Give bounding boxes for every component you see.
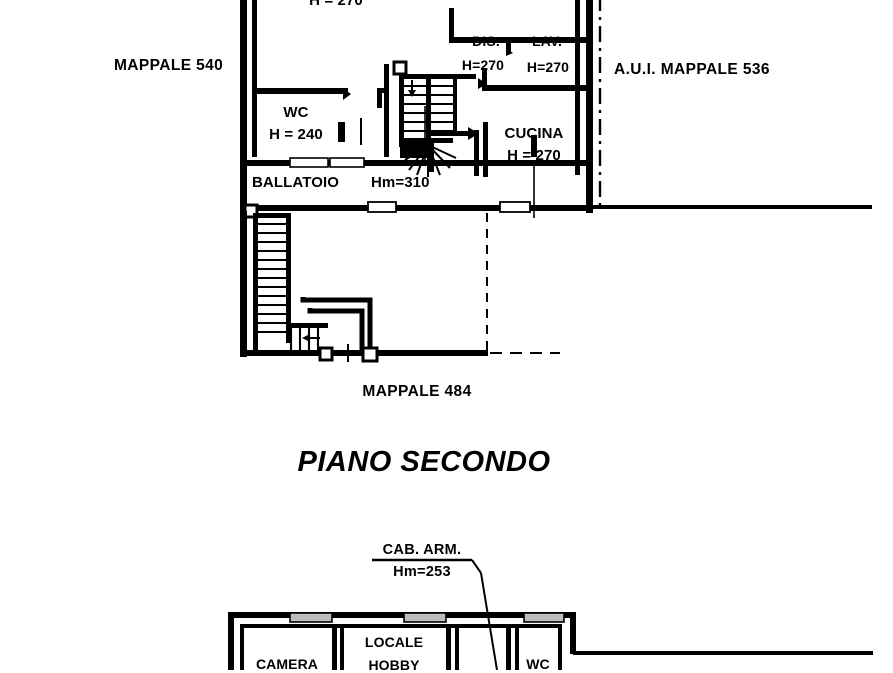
wall-cucina-left-inner <box>483 122 488 177</box>
callout-leader-1 <box>471 559 482 574</box>
wall-ballatoio-bottom <box>247 205 592 211</box>
wall-outer-right <box>586 0 593 213</box>
column-stair-nw <box>392 60 408 76</box>
wall-stair-left <box>384 64 389 157</box>
wall-inner-right <box>575 0 580 175</box>
label-cab-arm: CAB. ARM. <box>382 542 462 558</box>
label-mappale-536: A.U.I. MAPPALE 536 <box>614 61 770 78</box>
door-swing-lav <box>506 48 513 56</box>
wall-court-inner <box>307 308 365 352</box>
label-mappale-484: MAPPALE 484 <box>362 383 472 400</box>
label-locale: LOCALE <box>364 634 424 650</box>
wall-ballatoio-top <box>247 160 587 166</box>
upper-plan-group <box>240 0 872 363</box>
window-lower-3 <box>523 612 565 623</box>
lower-plan-group <box>228 558 873 670</box>
wall-lower-inner-right <box>558 624 562 670</box>
page-title: PIANO SECONDO <box>297 446 551 478</box>
label-lav-height: H=270 <box>526 59 570 75</box>
wall-wc-top <box>256 88 348 94</box>
column-court-se <box>361 346 379 363</box>
wall-lower-part-2 <box>446 624 451 670</box>
label-ballatoio: BALLATOIO <box>252 174 340 191</box>
label-wc-height: H = 240 <box>269 126 323 143</box>
wall-lower-part-3b <box>515 624 519 670</box>
opening-ballatoio-1 <box>289 157 329 168</box>
wall-lower-part-3 <box>506 624 511 670</box>
label-cucina-height: H = 270 <box>507 147 561 164</box>
staircase-lower <box>253 213 328 355</box>
opening-ballatoio-2 <box>329 157 365 168</box>
door-swing-cucina-top <box>478 78 487 89</box>
column-court-sw <box>318 346 334 362</box>
hidden-line-court <box>486 213 560 354</box>
wall-court-bottom-right <box>366 350 488 356</box>
label-lav: LAV. <box>532 33 562 49</box>
wall-lower-part-2b <box>455 624 459 670</box>
window-lower-1 <box>289 612 333 623</box>
wall-cucina-top <box>482 85 592 91</box>
label-wc-lower: WC <box>526 656 550 672</box>
opening-ballatoio-4 <box>499 201 531 213</box>
label-dis-height: H=270 <box>461 57 505 73</box>
wall-lower-outer-left <box>228 612 234 670</box>
label-cab-arm-height: Hm=253 <box>393 564 451 580</box>
wall-lower-inner-left <box>240 624 244 670</box>
label-cucina: CUCINA <box>504 125 564 142</box>
label-camera: CAMERA <box>255 656 319 672</box>
label-mappale-540: MAPPALE 540 <box>114 57 224 74</box>
boundary-line-lower-right <box>573 651 873 655</box>
wall-inner-left <box>252 0 257 157</box>
wall-cucina-top-jog <box>482 68 487 88</box>
wall-court-left <box>240 211 247 357</box>
wall-lower-part-1 <box>332 624 337 670</box>
door-swing-landing <box>468 127 479 140</box>
wall-lower-inner-top <box>240 624 562 628</box>
wall-cucina-left <box>474 130 479 176</box>
wall-landing-top <box>431 131 479 136</box>
label-hobby: HOBBY <box>368 657 420 673</box>
label-wc: WC <box>283 104 309 121</box>
wall-dis-lav-divider <box>506 37 511 53</box>
boundary-line-right <box>592 205 872 209</box>
window-lower-2 <box>403 612 447 623</box>
wall-outer-left <box>240 0 247 213</box>
wall-jog-stair-v <box>377 90 382 108</box>
staircase-upper <box>399 74 476 177</box>
callout-leader-2 <box>480 572 498 670</box>
label-ballatoio-height: Hm=310 <box>371 174 430 191</box>
opening-ballatoio-3 <box>367 201 397 213</box>
wall-dis-lav-bottom <box>449 37 592 43</box>
wall-dis-left <box>449 8 454 41</box>
jamb-wc-door <box>338 122 345 142</box>
wall-lower-part-1b <box>340 624 344 670</box>
label-dis: DIS. <box>472 33 500 49</box>
wall-lower-outer-top <box>228 612 576 618</box>
door-swing-wc-top <box>343 88 351 100</box>
wall-court-inner-outer <box>300 297 373 356</box>
label-room-top-height: H = 270 <box>309 0 363 9</box>
jamb-cucina <box>531 135 537 157</box>
wall-lower-outer-right <box>570 612 576 654</box>
